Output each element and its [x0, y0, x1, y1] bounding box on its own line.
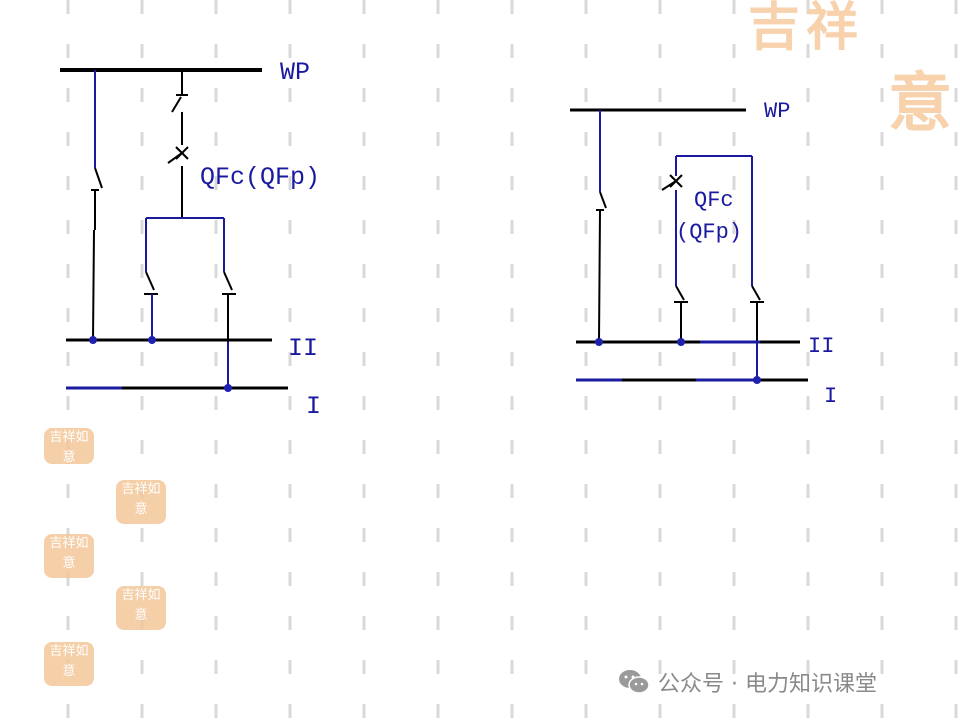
watermark-text: 公众号 · 电力知识课堂	[658, 672, 877, 697]
seal-text: 吉祥如意	[49, 536, 89, 571]
right-bus-ii-label: II	[808, 334, 835, 359]
right-bus-i-label: I	[824, 384, 838, 409]
left-bus-i-label: I	[306, 392, 322, 421]
watermark: 公众号 · 电力知识课堂	[618, 667, 877, 697]
disconnector-blade	[751, 285, 761, 301]
right-breaker-label-line1: QFc	[694, 188, 734, 213]
seal-stamp: 吉祥如意	[116, 586, 166, 630]
junction-node	[677, 338, 685, 346]
left-breaker-label: QFc(QFp)	[200, 163, 321, 192]
seal-text: 吉祥如意	[121, 482, 161, 517]
disconnector-blade	[171, 96, 182, 113]
junction-node	[224, 384, 232, 392]
left-bus-ii-label: II	[288, 334, 319, 363]
right-breaker-label-line2: (QFp)	[676, 220, 743, 245]
junction-node	[753, 376, 761, 384]
seal-stamp: 吉祥如意	[116, 480, 166, 524]
corner-calligraphy: 吉祥	[748, 0, 865, 58]
seal-text: 吉祥如意	[49, 644, 89, 679]
junction-node	[595, 338, 603, 346]
junction-node	[148, 336, 156, 344]
branch-wire	[598, 209, 601, 343]
seal-text: 吉祥如意	[49, 430, 89, 464]
seal-stamp: 吉祥如意	[44, 534, 94, 578]
wechat-icon	[619, 670, 650, 694]
breaker-blade	[167, 152, 183, 164]
disconnector-blade	[94, 167, 103, 189]
seal-stamp: 吉祥如意	[44, 642, 94, 686]
disconnector-blade	[675, 285, 685, 301]
disconnector-blade	[223, 271, 233, 291]
breaker-blade	[661, 180, 677, 191]
corner-calligraphy-2: 意	[888, 66, 952, 141]
disconnector-blade	[145, 271, 155, 291]
left-wp-label: WP	[280, 58, 311, 87]
branch-wire	[92, 229, 95, 341]
junction-node	[89, 336, 97, 344]
seal-stamp: 吉祥如意	[44, 428, 94, 464]
right-wp-label: WP	[764, 99, 791, 124]
disconnector-blade	[599, 191, 607, 209]
seal-text: 吉祥如意	[121, 588, 161, 623]
